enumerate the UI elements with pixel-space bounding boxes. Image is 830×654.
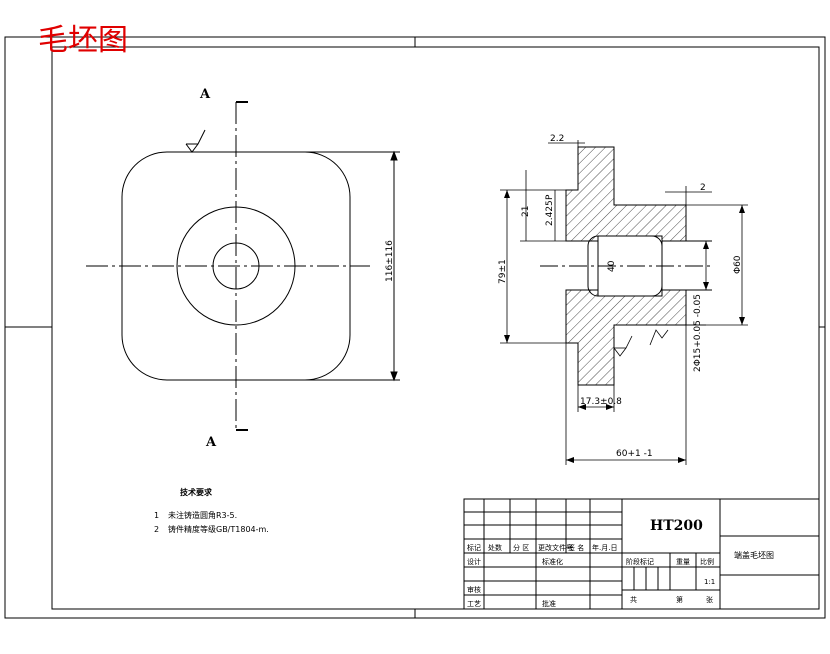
tb-label-date: 年.月.日: [592, 543, 617, 552]
tb-approve: 批准: [542, 599, 556, 608]
title-block: [463, 498, 820, 610]
note-num-2: 2: [154, 525, 159, 534]
tb-std: 标准化: [542, 557, 563, 566]
inner-frame: [51, 46, 820, 610]
lower-section: [565, 289, 687, 386]
front-view: [86, 101, 400, 431]
tb-check: 审核: [467, 585, 481, 594]
tb-weight: 重量: [676, 558, 690, 566]
dim-bore: 40: [607, 260, 617, 272]
page-title: 毛坯图: [38, 23, 128, 58]
dim-21: 21: [521, 206, 531, 217]
section-dimensions: [500, 140, 748, 465]
tb-scale: 比例: [700, 557, 714, 566]
material-label: HT200: [650, 518, 703, 534]
tb-label-zone: 分 区: [513, 543, 529, 552]
note-text-1: 未注铸造圆角R3-5.: [168, 510, 237, 520]
tb-stage: 阶段标记: [626, 557, 654, 566]
dim-outer: 79±1: [498, 259, 508, 284]
dim-base: 17.3±0.8: [580, 397, 622, 407]
tb-sheet-unit: 张: [706, 595, 713, 604]
tb-label-mark: 标记: [467, 543, 481, 552]
section-label-bottom: A: [205, 435, 217, 450]
dim-top-width: 2.2: [550, 134, 564, 144]
dim-2425: 2.425: [545, 200, 555, 226]
dim-right-width: 2: [700, 183, 706, 193]
note-text-2: 铸件精度等级GB/T1804-m.: [168, 524, 269, 534]
dim-p: P: [545, 194, 555, 200]
note-num-1: 1: [154, 511, 159, 520]
dim-phi60: Φ60: [733, 255, 743, 274]
notes-heading: 技术要求: [180, 487, 213, 497]
part-name: 端盖毛坯图: [734, 550, 774, 560]
tb-label-count: 处数: [488, 543, 502, 552]
dim-total: 60+1 -1: [616, 449, 653, 459]
dim-tol: 2Φ15+0.05 -0.05: [693, 294, 703, 372]
upper-section: [565, 146, 687, 242]
tb-design: 设计: [467, 557, 481, 566]
section-label-top: A: [199, 87, 211, 102]
dim-height-label: 116±116: [385, 240, 395, 282]
tb-label-docno: 更改文件号: [538, 543, 573, 552]
tb-label-sign: 签 名: [568, 543, 584, 552]
tb-process: 工艺: [467, 600, 481, 608]
tb-page: 第: [676, 595, 683, 604]
scale-value: 1:1: [704, 578, 715, 586]
tb-sheet: 共: [630, 595, 637, 604]
